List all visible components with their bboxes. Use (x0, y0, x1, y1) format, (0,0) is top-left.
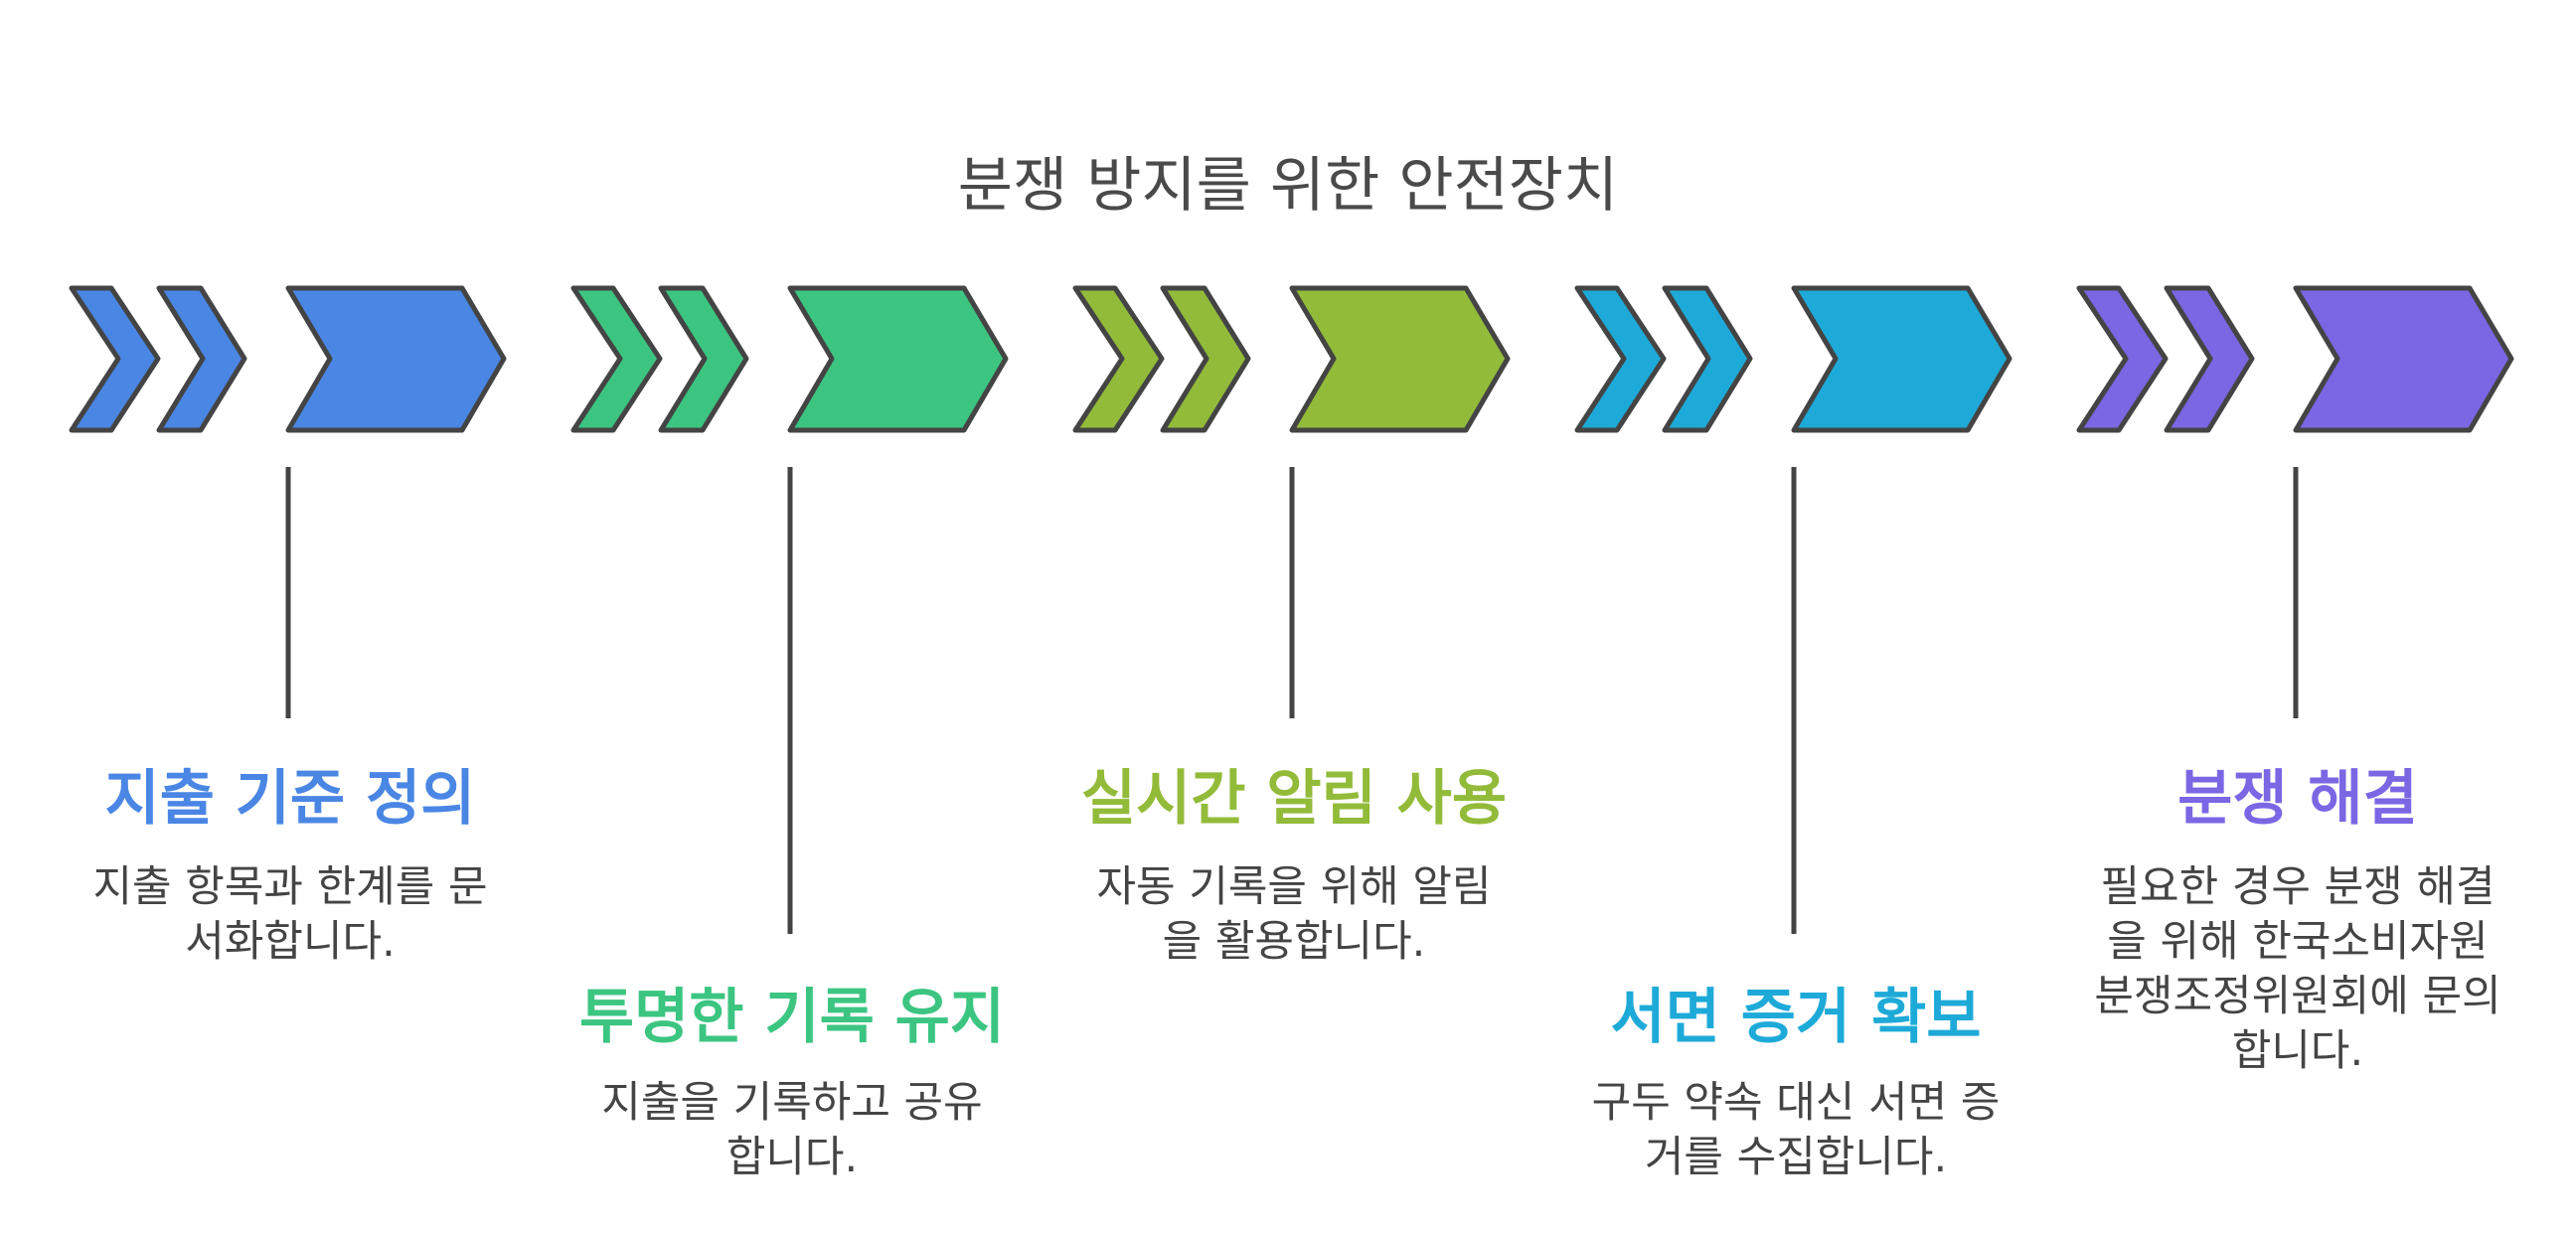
step-1-chevron-mid (156, 285, 247, 433)
step-4-chevron-small (1574, 285, 1667, 433)
step-4-description: 구두 약속 대신 서면 증거를 수집합니다. (1591, 1078, 2001, 1182)
step-5-chevron-small (2076, 285, 2169, 433)
step-2-heading: 투명한 기록 유지 (578, 983, 1006, 1052)
step-3-chevron-small (1072, 285, 1165, 433)
step-5-chevron-large (2293, 285, 2514, 433)
step-1-description: 지출 항목과 한계를 문서화합니다. (92, 862, 488, 967)
step-3-chevron-mid (1160, 285, 1251, 433)
step-5-description: 필요한 경우 분쟁 해결을 위해 한국소비자원 분쟁조정위원회에 문의합니다. (2094, 862, 2501, 1076)
step-1-chevron-large (285, 285, 507, 433)
step-4-heading: 서면 증거 확보 (1610, 983, 1982, 1052)
step-2-chevron-large (787, 285, 1009, 433)
step-2-chevron-small (570, 285, 663, 433)
step-1-chevron-small (69, 285, 161, 433)
step-3-description: 자동 기록을 위해 알림을 활용합니다. (1096, 862, 1492, 967)
step-2-chevron-mid (658, 285, 749, 433)
step-1-heading: 지출 기준 정의 (104, 764, 476, 834)
step-5-heading: 분쟁 해결 (2177, 764, 2418, 834)
step-4-chevron-mid (1662, 285, 1753, 433)
step-5-chevron-mid (2164, 285, 2255, 433)
diagram-title: 분쟁 방지를 위한 안전장치 (957, 151, 1619, 221)
step-3-chevron-large (1289, 285, 1511, 433)
step-3-heading: 실시간 알림 사용 (1080, 764, 1508, 834)
step-4-chevron-large (1791, 285, 2012, 433)
step-2-description: 지출을 기록하고 공유합니다. (601, 1078, 983, 1182)
